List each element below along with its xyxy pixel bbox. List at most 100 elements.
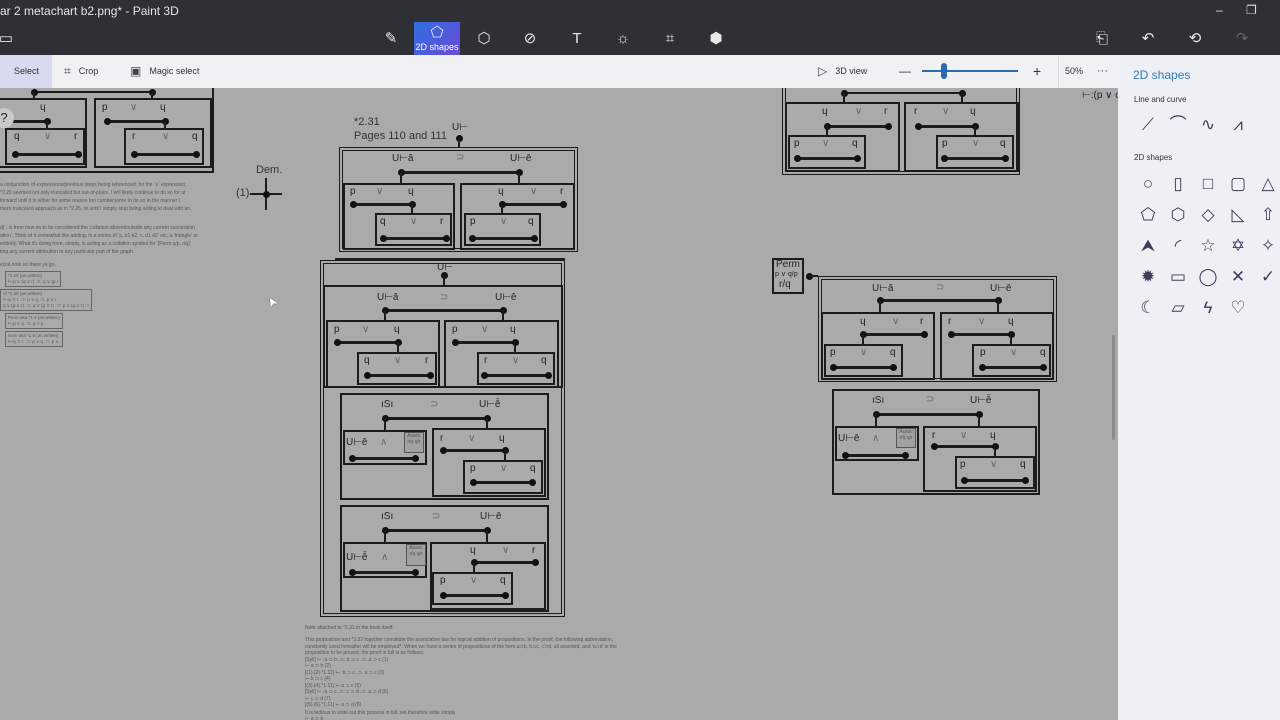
speech-rect-shape-icon[interactable]: ▭ xyxy=(1169,267,1187,286)
crop-icon: ⌗ xyxy=(64,64,71,78)
moon-shape-icon[interactable]: ☾ xyxy=(1140,298,1156,317)
star-5-shape-icon[interactable]: ☆ xyxy=(1200,236,1216,255)
symbol-label: r xyxy=(560,186,564,197)
minimize-button[interactable]: – xyxy=(1216,3,1223,17)
arrow-up-shape-icon[interactable]: ⇧ xyxy=(1260,205,1276,224)
diagram-box xyxy=(430,542,546,610)
connector-line xyxy=(1010,334,1012,344)
note-text: proposition to be proved, the proof in f… xyxy=(305,650,424,656)
undo-icon[interactable]: ↶ xyxy=(1141,30,1155,47)
three-point-curve-tool-icon[interactable]: ⩘ xyxy=(1233,115,1243,134)
operator-label: ∨ xyxy=(972,138,980,149)
symbol-label: ıSı xyxy=(381,511,394,522)
more-options-button[interactable]: ··· xyxy=(1097,65,1108,77)
history-icon[interactable]: ⟲ xyxy=(1188,30,1202,47)
connector-line xyxy=(879,300,881,312)
symbol-label: ɥ xyxy=(1008,316,1014,327)
diamond-shape-icon[interactable]: ◇ xyxy=(1201,205,1215,224)
text-icon[interactable]: T xyxy=(572,30,582,47)
zoom-out-button[interactable]: — xyxy=(899,64,911,78)
symbol-label: ɥ xyxy=(499,433,505,444)
star-4-shape-icon[interactable]: ✧ xyxy=(1260,236,1276,255)
brushes-icon[interactable]: ✎ xyxy=(384,30,398,47)
connector-line xyxy=(400,172,402,183)
canvas-icon[interactable]: ⌗ xyxy=(665,30,675,47)
connector-bar xyxy=(797,156,857,160)
burst-shape-icon[interactable]: ✹ xyxy=(1140,267,1156,286)
3d-view-button[interactable]: ▷3D view xyxy=(812,55,873,88)
circle-shape-icon[interactable]: ○ xyxy=(1142,174,1154,193)
note-box-line: Sum aka *1.6 (as written) xyxy=(8,333,59,338)
heart-shape-icon[interactable]: ♡ xyxy=(1230,298,1246,317)
square-shape-icon[interactable]: □ xyxy=(1202,174,1214,193)
symbol-label: p xyxy=(440,575,446,586)
tab-2d-shapes[interactable]: ⬠ 2D shapes xyxy=(414,22,460,55)
help-button[interactable]: ? xyxy=(0,108,14,128)
effects-icon[interactable]: ☼ xyxy=(616,30,630,47)
rounded-square-shape-icon[interactable]: ▢ xyxy=(1229,174,1247,193)
connector-bar xyxy=(876,412,979,416)
vertical-scrollbar[interactable] xyxy=(1112,335,1115,440)
zoom-slider[interactable] xyxy=(922,70,1018,72)
right-triangle-shape-icon[interactable]: ◺ xyxy=(1231,205,1245,224)
arc-shape-icon[interactable]: ◜ xyxy=(1174,236,1182,255)
line-tool-icon[interactable]: ⟋ xyxy=(1142,115,1154,134)
shapes-3d-icon[interactable]: ⬡ xyxy=(477,30,491,47)
arrowhead-shape-icon[interactable]: ⮝ xyxy=(1140,236,1156,255)
speech-round-shape-icon[interactable]: ◯ xyxy=(1198,267,1218,286)
select-button[interactable]: Select xyxy=(0,55,52,88)
connector-line xyxy=(384,530,386,542)
operator-label: ⊃ xyxy=(430,399,439,410)
two-point-curve-tool-icon[interactable]: ∿ xyxy=(1200,115,1216,134)
connector-line xyxy=(514,342,516,352)
symbol-label: r xyxy=(914,106,918,117)
pentagon-shape-icon[interactable]: ⬠ xyxy=(1140,205,1156,224)
paste-icon[interactable]: ⎗ xyxy=(1095,30,1108,47)
cross-shape-icon[interactable]: ✕ xyxy=(1230,267,1246,286)
diagram-box xyxy=(832,389,1040,495)
menu-icon[interactable]: ▭ xyxy=(0,30,14,47)
symbol-label: q xyxy=(1020,459,1026,470)
diagram-box xyxy=(821,312,935,380)
node-dot xyxy=(426,371,434,379)
selection-toolbar: Select ⌗Crop ▣Magic select ▷3D view — + … xyxy=(0,55,1118,88)
diagram-box xyxy=(904,102,1019,172)
restore-button[interactable]: ❐ xyxy=(1246,3,1257,17)
operator-label: ⊃ xyxy=(440,292,449,303)
stickers-icon[interactable]: ⊘ xyxy=(523,30,537,47)
operator-label: ∨ xyxy=(502,545,510,556)
diagram-box xyxy=(340,393,549,500)
hexagon-shape-icon[interactable]: ⬡ xyxy=(1170,205,1186,224)
node-dot xyxy=(530,234,538,242)
node-dot xyxy=(978,363,986,371)
check-shape-icon[interactable]: ✓ xyxy=(1260,267,1276,286)
3d-library-icon[interactable]: ⬢ xyxy=(709,30,723,47)
redo-icon[interactable]: ↷ xyxy=(1235,30,1249,47)
triangle-shape-icon[interactable]: △ xyxy=(1261,174,1275,193)
banner-shape-icon[interactable]: ▱ xyxy=(1171,298,1185,317)
connector-bar xyxy=(863,332,924,336)
connector-bar xyxy=(385,416,487,420)
magic-select-button[interactable]: ▣Magic select xyxy=(124,55,205,88)
crop-button[interactable]: ⌗Crop xyxy=(58,55,104,88)
note-text: [Syll] ⊢ :a ⊃ b .⊃: b ⊃ c .⊃. a ⊃ c (1) xyxy=(305,656,389,663)
node-dot xyxy=(528,478,536,486)
connector-line xyxy=(33,92,35,98)
symbol-label: (1) xyxy=(236,187,250,199)
zoom-level[interactable]: 50% xyxy=(1058,55,1089,88)
node-dot xyxy=(920,330,928,338)
zoom-slider-thumb[interactable] xyxy=(941,63,947,79)
symbol-label: ɥ xyxy=(498,186,504,197)
curve-tool-icon[interactable]: ⌒ xyxy=(1169,115,1187,134)
zoom-in-button[interactable]: + xyxy=(1033,63,1042,79)
note-box-line: Perm aka *1.4 (as written) xyxy=(8,315,60,320)
lightning-shape-icon[interactable]: ϟ xyxy=(1203,298,1213,317)
assoc-box: Assoc r/q q/r xyxy=(406,544,426,566)
star-6-shape-icon[interactable]: ✡ xyxy=(1230,236,1246,255)
select-label: Select xyxy=(14,66,40,76)
capsule-shape-icon[interactable]: ▯ xyxy=(1173,174,1183,193)
note-text: *2.25 seemed not only truncated but out-… xyxy=(0,190,186,196)
diagram-box xyxy=(320,260,565,617)
node-dot xyxy=(411,568,419,576)
